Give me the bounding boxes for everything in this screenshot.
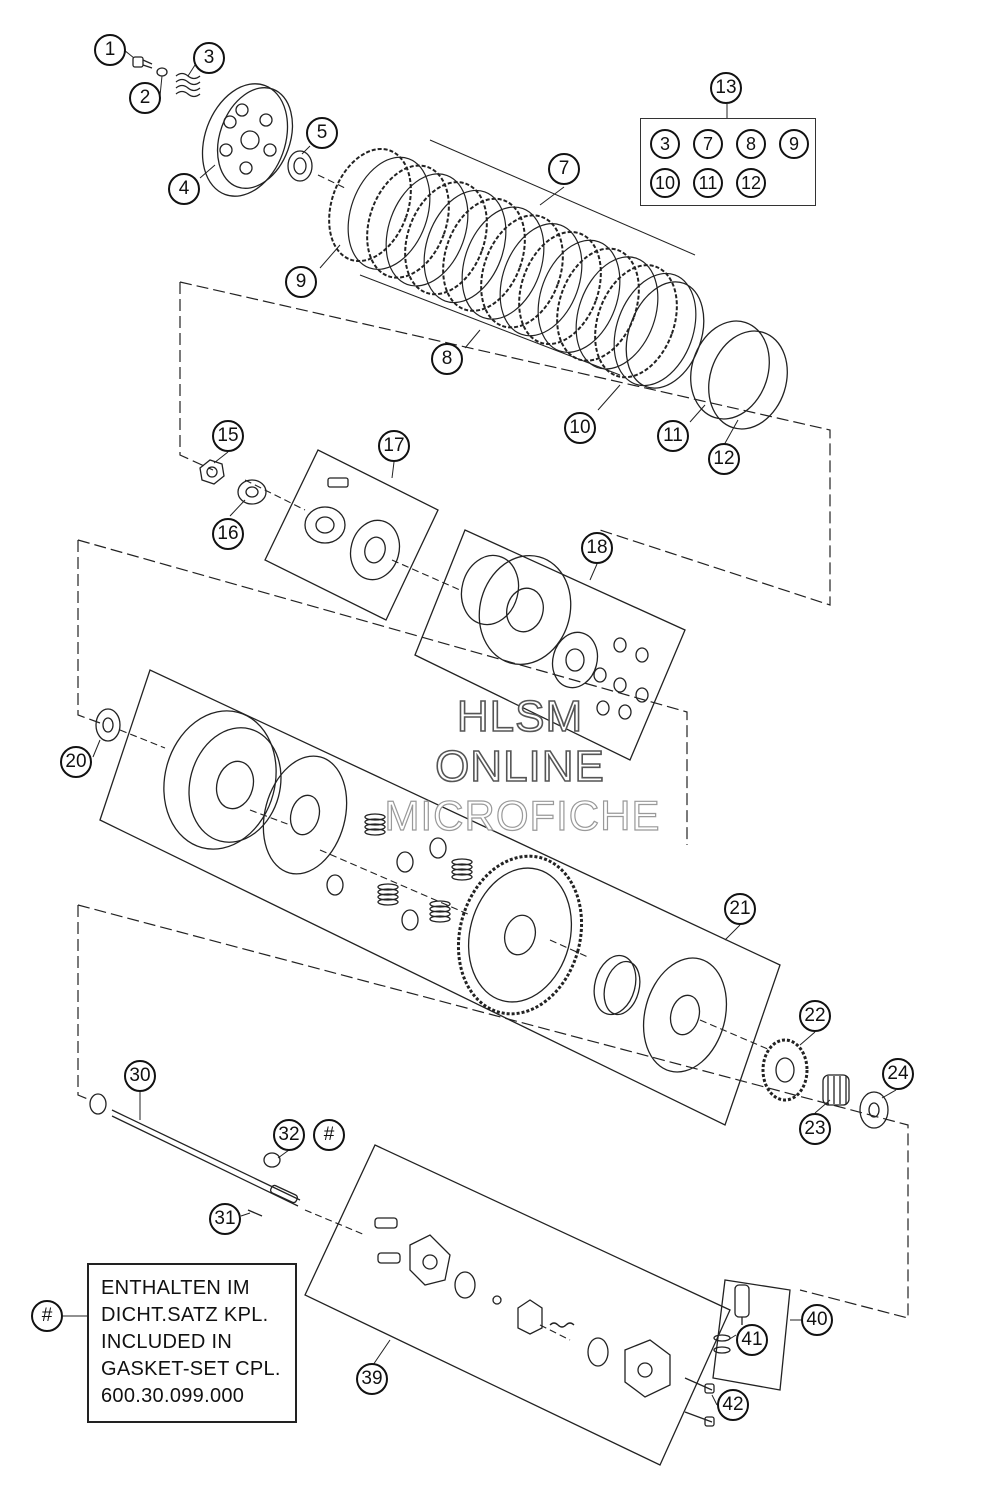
callout-20[interactable]: 20 xyxy=(60,746,92,778)
kit-item-7[interactable]: 7 xyxy=(693,129,723,159)
callout-22[interactable]: 22 xyxy=(799,1000,831,1032)
note-line-2: DICHT.SATZ KPL. xyxy=(101,1304,269,1326)
clutch-plate-stack xyxy=(328,147,705,389)
note-line-5: 600.30.099.000 xyxy=(101,1385,245,1407)
callout-13[interactable]: 13 xyxy=(710,72,742,104)
watermark-line-1: HLSM xyxy=(456,691,584,742)
kit-item-12[interactable]: 12 xyxy=(736,168,766,198)
callout-16[interactable]: 16 xyxy=(212,518,244,550)
callout-31[interactable]: 31 xyxy=(209,1203,241,1235)
watermark-line-2: ONLINE xyxy=(434,741,605,792)
callout-18[interactable]: 18 xyxy=(581,532,613,564)
pressure-plate xyxy=(201,83,294,197)
callout-17[interactable]: 17 xyxy=(378,430,410,462)
group-40-box xyxy=(684,1279,791,1427)
note-line-3: INCLUDED IN xyxy=(101,1331,233,1353)
callout-2[interactable]: 2 xyxy=(129,82,161,114)
plate-leaders xyxy=(359,139,696,376)
group-boundary-lines xyxy=(77,281,909,1319)
callout-3[interactable]: 3 xyxy=(193,42,225,74)
group-17-box xyxy=(264,449,439,621)
group-39-box xyxy=(304,1144,731,1466)
kit-item-9[interactable]: 9 xyxy=(779,129,809,159)
callout-4[interactable]: 4 xyxy=(168,173,200,205)
callout-32[interactable]: 32 xyxy=(273,1119,305,1151)
callout-12[interactable]: 12 xyxy=(708,443,740,475)
wire-rings xyxy=(690,320,788,430)
callout-5[interactable]: 5 xyxy=(306,117,338,149)
callout-10[interactable]: 10 xyxy=(564,412,596,444)
watermark-line-3: MICROFICHE xyxy=(384,791,661,839)
group-21-box xyxy=(99,669,781,1126)
callout-7[interactable]: 7 xyxy=(548,153,580,185)
note-line-4: GASKET-SET CPL. xyxy=(101,1358,281,1380)
group-18-box xyxy=(414,529,686,761)
gear-needle-washer xyxy=(761,1038,889,1129)
callout-21[interactable]: 21 xyxy=(724,893,756,925)
kit-item-3[interactable]: 3 xyxy=(650,129,680,159)
callout-40[interactable]: 40 xyxy=(801,1304,833,1336)
callout-41[interactable]: 41 xyxy=(736,1324,768,1356)
pushrod xyxy=(89,1093,301,1217)
callout-39[interactable]: 39 xyxy=(356,1363,388,1395)
callout-30[interactable]: 30 xyxy=(124,1060,156,1092)
kit-contents-box xyxy=(640,118,816,206)
nut-and-washer xyxy=(199,459,267,505)
kit-item-8[interactable]: 8 xyxy=(736,129,766,159)
axis-lines xyxy=(119,174,771,1341)
bearing xyxy=(287,150,313,182)
callout-15[interactable]: 15 xyxy=(212,420,244,452)
callout-24[interactable]: 24 xyxy=(882,1058,914,1090)
gasket-set-note: ENTHALTEN IM DICHT.SATZ KPL. INCLUDED IN… xyxy=(87,1263,297,1423)
kit-item-10[interactable]: 10 xyxy=(650,168,680,198)
callout-note-hash[interactable]: # xyxy=(31,1300,63,1332)
callout-hash[interactable]: # xyxy=(313,1119,345,1151)
bearing-20 xyxy=(95,708,121,742)
callout-leaders xyxy=(63,49,897,1406)
note-line-1: ENTHALTEN IM xyxy=(101,1277,250,1299)
callout-1[interactable]: 1 xyxy=(94,34,126,66)
callout-11[interactable]: 11 xyxy=(657,420,689,452)
callout-8[interactable]: 8 xyxy=(431,343,463,375)
callout-42[interactable]: 42 xyxy=(717,1389,749,1421)
kit-item-11[interactable]: 11 xyxy=(693,168,723,198)
callout-23[interactable]: 23 xyxy=(799,1113,831,1145)
callout-9[interactable]: 9 xyxy=(285,266,317,298)
